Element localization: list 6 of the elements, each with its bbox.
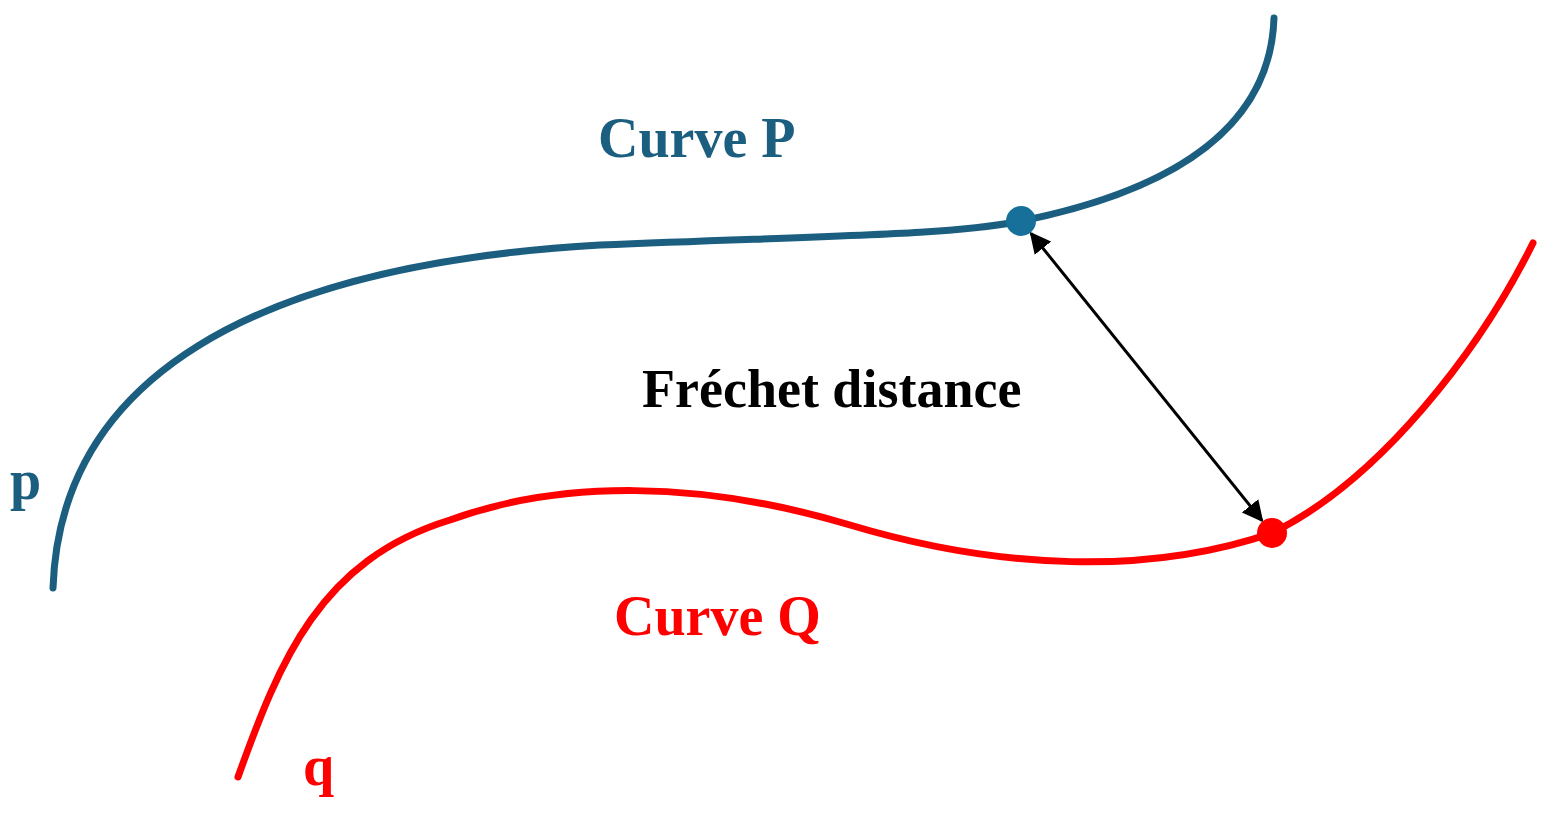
double-arrow	[1029, 231, 1264, 523]
curve-label: Curve P	[598, 110, 796, 166]
curve-label: Curve Q	[614, 588, 821, 644]
edge-label: Fréchet distance	[642, 362, 1022, 416]
point-dot	[1257, 518, 1287, 548]
point-dot	[1006, 206, 1036, 236]
